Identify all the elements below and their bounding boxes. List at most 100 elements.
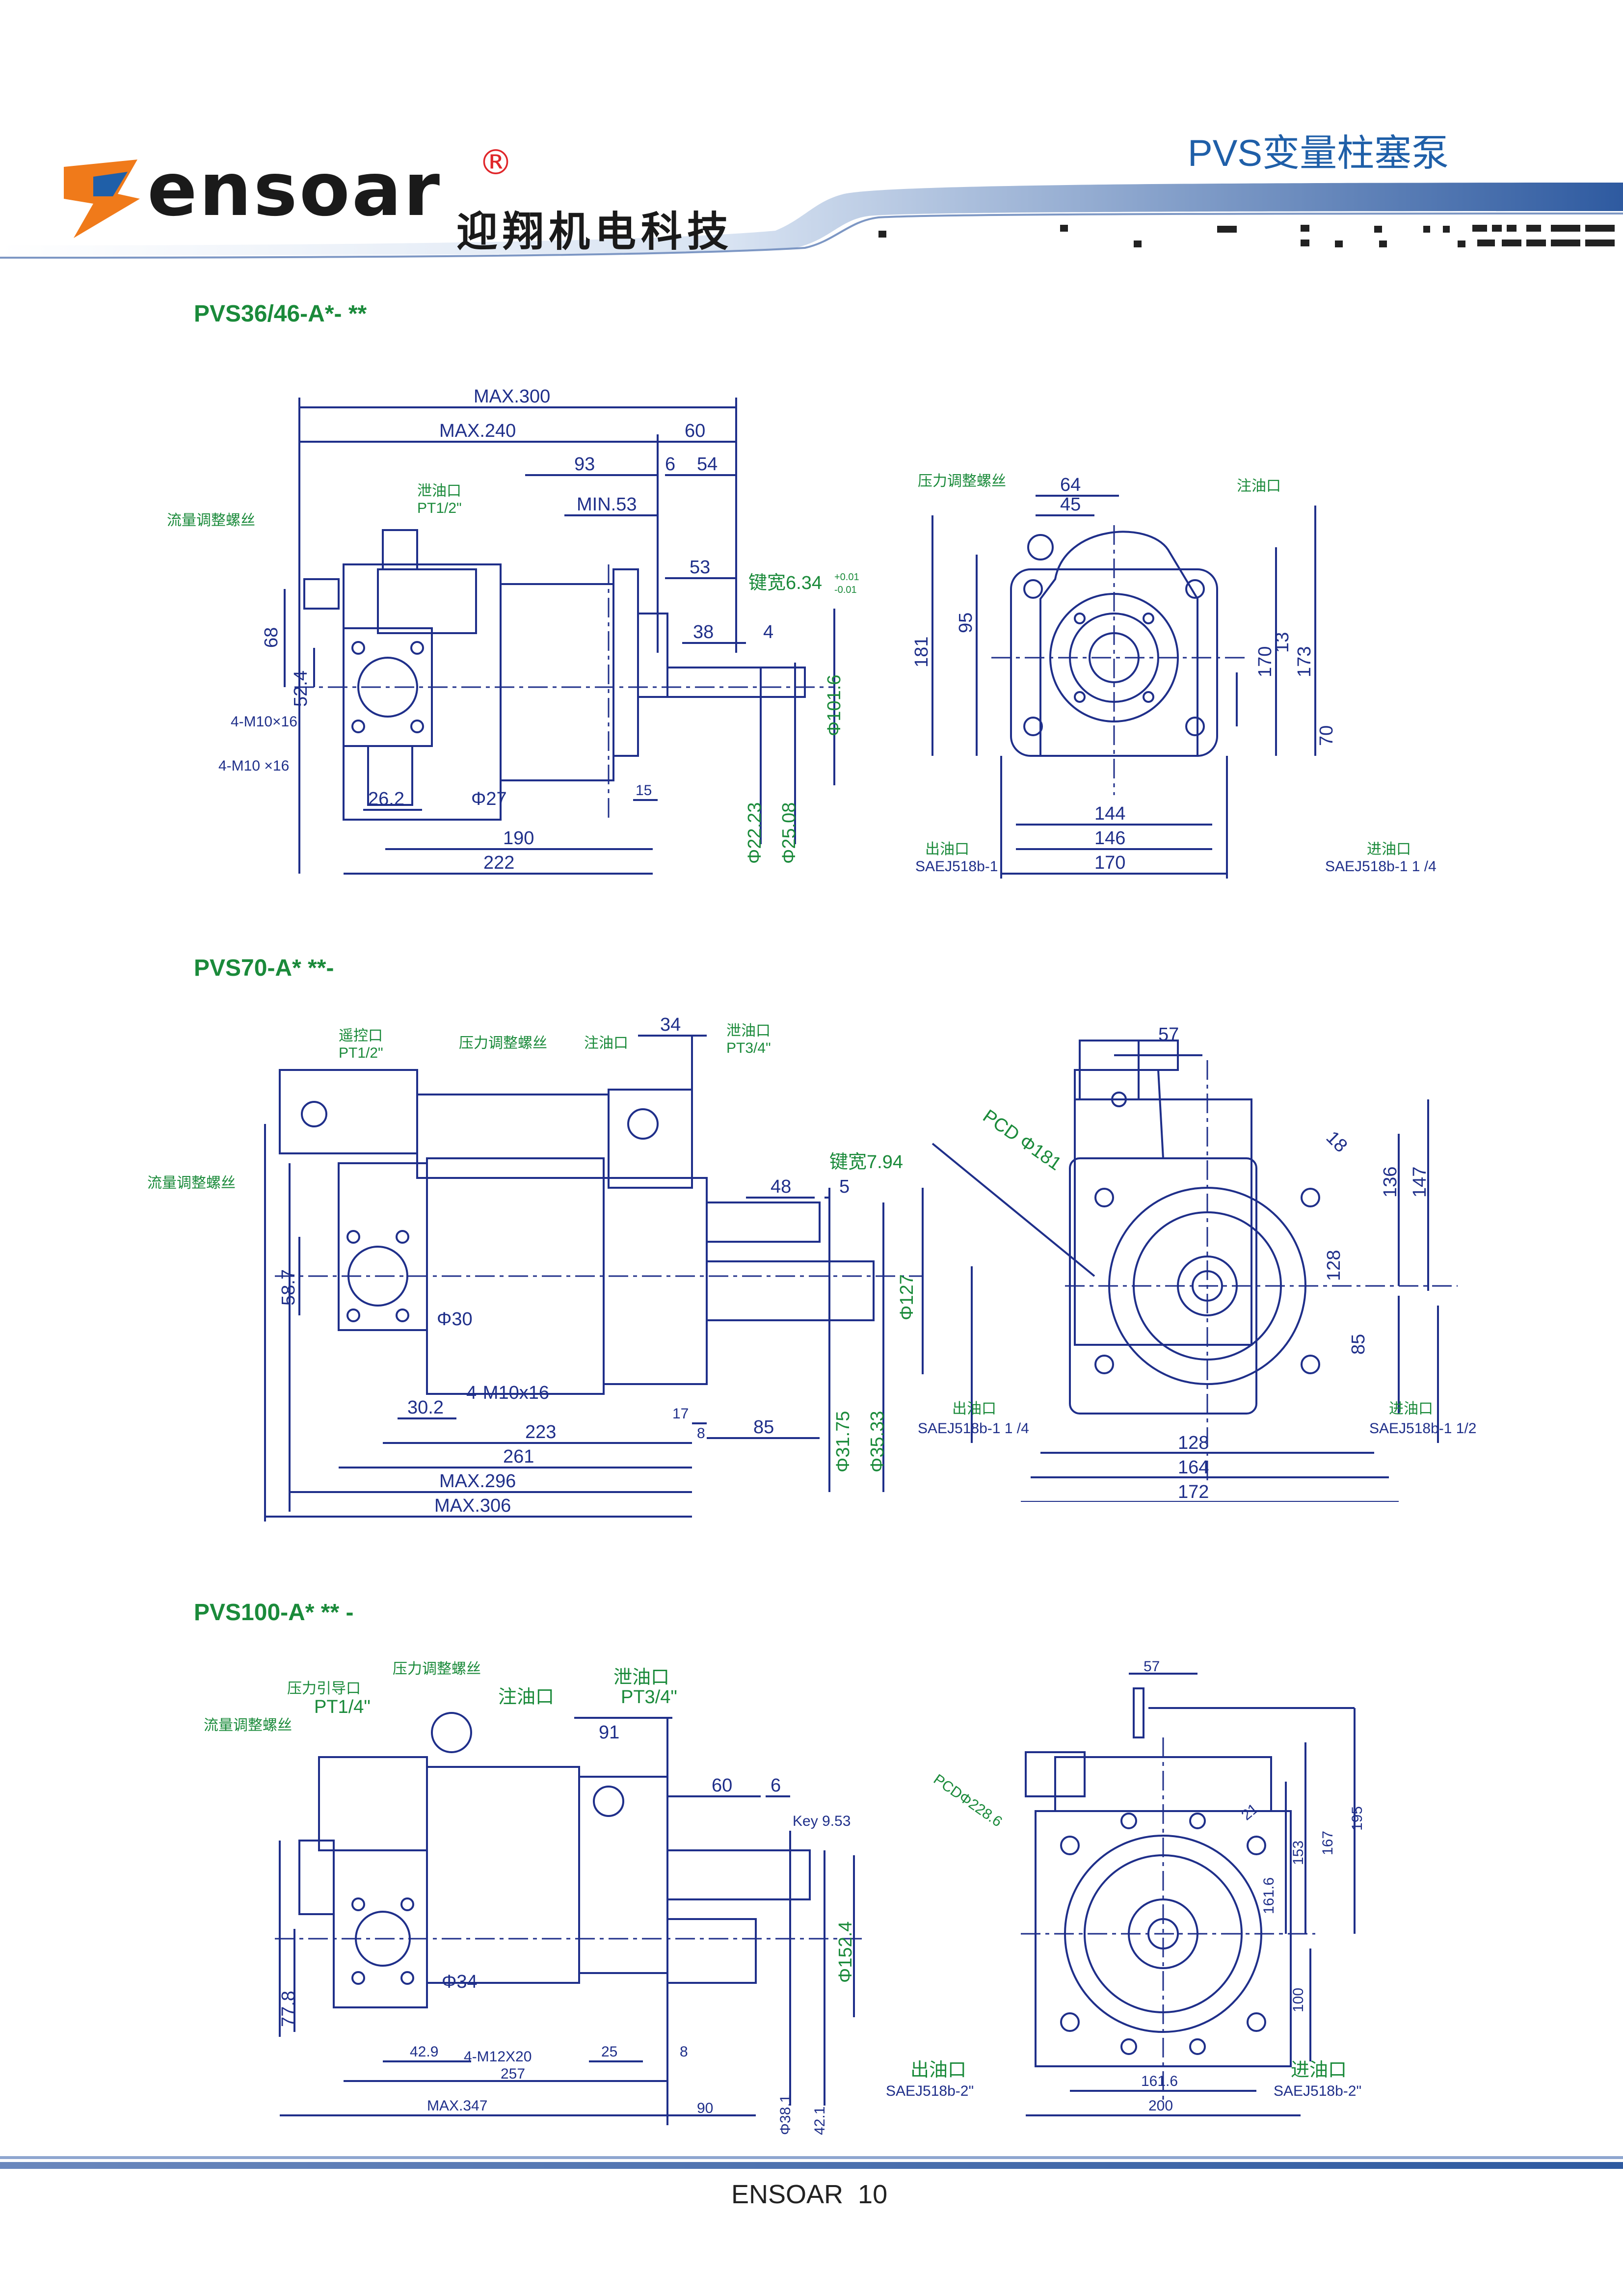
label-pilot-port: 压力引导口 <box>287 1681 361 1697</box>
dim-146: 146 <box>1094 828 1125 849</box>
label-inlet-std: SAEJ518b-1 1 /4 <box>1325 858 1437 875</box>
dim-173: 173 <box>1294 646 1315 677</box>
dim-170-b: 170 <box>1094 853 1125 873</box>
dim-147: 147 <box>1410 1167 1430 1198</box>
dim-18: 18 <box>1322 1127 1352 1157</box>
dim-max296: MAX.296 <box>439 1471 516 1492</box>
label-outlet: 出油口 <box>925 841 969 857</box>
label-phi35: Φ35.33 <box>867 1411 888 1472</box>
label-phi152: Φ152.4 <box>835 1922 856 1983</box>
dim-167: 167 <box>1320 1831 1336 1855</box>
registered-mark: ® <box>479 142 513 183</box>
label-4m10-a: 4-M10×16 <box>231 714 297 730</box>
dim-60: 60 <box>685 421 705 441</box>
dim-45: 45 <box>1060 494 1081 515</box>
dim-91: 91 <box>599 1722 619 1743</box>
dim-57: 57 <box>1158 1024 1179 1045</box>
dim-153: 153 <box>1290 1841 1306 1865</box>
dim-17: 17 <box>672 1406 689 1422</box>
label-pressure-screw-3: 压力调整螺丝 <box>393 1661 481 1677</box>
page-header: ensoar ® 迎翔机电科技 PVS变量柱塞泵 <box>0 0 1623 275</box>
dim-170: 170 <box>1255 646 1276 677</box>
label-pressure-screw-2: 压力调整螺丝 <box>459 1035 547 1051</box>
dim-60-b: 60 <box>712 1775 732 1796</box>
dim-58-7: 58.7 <box>278 1269 299 1306</box>
dim-161-6-v: 161.6 <box>1261 1877 1277 1914</box>
dim-38: 38 <box>693 622 714 642</box>
dim-max300: MAX.300 <box>474 386 550 407</box>
label-drain-port-2: 泄油口 <box>726 1023 771 1039</box>
label-phi38: Φ38.1 <box>777 2095 794 2135</box>
pvs36-front-view-drawing: 64 45 181 95 13 170 173 70 144 146 170 压… <box>911 473 1437 879</box>
company-name-cn: 迎翔机电科技 <box>456 208 734 256</box>
label-drain-port: 泄油口 <box>417 483 461 499</box>
label-pcd228: PCDΦ228.6 <box>931 1771 1005 1830</box>
label-inlet-2: 进油口 <box>1389 1401 1433 1417</box>
label-phi30: Φ30 <box>437 1309 473 1330</box>
label-fill-port-3: 注油口 <box>498 1687 554 1708</box>
dim-6-b: 6 <box>771 1775 781 1796</box>
dim-68: 68 <box>261 627 282 648</box>
label-drain-pt-3: PT3/4" <box>621 1687 677 1708</box>
dim-max347: MAX.347 <box>427 2098 487 2114</box>
header-swoosh <box>0 183 1623 259</box>
label-phi34: Φ34 <box>442 1972 478 1992</box>
label-remote-pt: PT1/2" <box>339 1045 383 1061</box>
dim-26-2: 26.2 <box>368 789 404 809</box>
label-outlet-std: SAEJ518b-1 <box>915 858 998 875</box>
dim-164: 164 <box>1178 1457 1209 1478</box>
dim-53: 53 <box>690 557 710 578</box>
dim-195: 195 <box>1349 1806 1365 1831</box>
pvs70-front-view-drawing: 57 18 136 147 128 85 128 164 172 PCD Φ18… <box>918 1024 1476 1502</box>
footer-rule-2 <box>0 2162 1623 2169</box>
label-drain-pt-2: PT3/4" <box>726 1040 771 1056</box>
dim-4: 4 <box>763 622 773 642</box>
label-flow-screw-3: 流量调整螺丝 <box>204 1717 292 1734</box>
dim-90: 90 <box>697 2100 713 2116</box>
label-pressure-screw: 压力调整螺丝 <box>918 473 1006 489</box>
dim-136: 136 <box>1380 1167 1401 1198</box>
dim-128-h: 128 <box>1178 1433 1209 1453</box>
product-line-title: PVS变量柱塞泵 <box>1188 133 1449 174</box>
dim-93: 93 <box>574 454 595 475</box>
label-key-953: Key 9.53 <box>793 1813 851 1829</box>
section-title-pvs36: PVS36/46-A*- ** <box>194 301 367 327</box>
dim-6: 6 <box>665 454 675 475</box>
dim-77-8: 77.8 <box>278 1991 299 2027</box>
label-inlet: 进油口 <box>1367 841 1411 857</box>
dim-max240: MAX.240 <box>439 421 516 441</box>
dim-8: 8 <box>697 1425 705 1442</box>
dim-223: 223 <box>525 1422 556 1442</box>
dim-34: 34 <box>660 1015 681 1035</box>
dim-25: 25 <box>601 2044 617 2060</box>
section-title-pvs70: PVS70-A* **- <box>194 955 334 981</box>
footer-rule <box>0 2156 1623 2159</box>
label-outlet-std-2: SAEJ518b-1 1 /4 <box>918 1420 1029 1437</box>
dim-13: 13 <box>1272 632 1293 653</box>
label-flow-screw-2: 流量调整螺丝 <box>147 1175 236 1191</box>
dim-172: 172 <box>1178 1482 1209 1502</box>
label-phi27: Φ27 <box>471 789 507 809</box>
dim-57-b: 57 <box>1144 1659 1160 1675</box>
label-outlet-std-3: SAEJ518b-2" <box>886 2083 974 2099</box>
pvs70-side-view-drawing: 34 48 5 58.7 30.2 223 261 MAX.296 MAX.30… <box>147 1015 924 1522</box>
label-outlet-3: 出油口 <box>910 2060 966 2081</box>
label-fill-port: 注油口 <box>1237 478 1281 494</box>
label-outlet-2: 出油口 <box>952 1401 996 1417</box>
dim-95: 95 <box>956 613 976 633</box>
dim-max306: MAX.306 <box>434 1495 511 1516</box>
dim-70: 70 <box>1316 725 1337 746</box>
dim-15: 15 <box>636 782 652 799</box>
section-title-pvs100: PVS100-A* ** - <box>194 1600 354 1626</box>
label-42-1: 42.1 <box>812 2107 828 2135</box>
dim-222: 222 <box>483 853 514 873</box>
dim-5: 5 <box>839 1176 850 1197</box>
pvs100-front-view-drawing: 57 21 153 167 195 161.6 100 161.6 200 PC… <box>886 1659 1365 2116</box>
dim-257: 257 <box>501 2066 525 2082</box>
label-inlet-3: 进油口 <box>1291 2060 1347 2081</box>
label-drain-pt: PT1/2" <box>417 500 462 516</box>
dim-8-b: 8 <box>680 2044 688 2060</box>
dim-min53: MIN.53 <box>577 494 637 515</box>
label-key-tol-up: +0.01 <box>834 572 859 583</box>
label-phi25: Φ25.08 <box>779 802 799 864</box>
